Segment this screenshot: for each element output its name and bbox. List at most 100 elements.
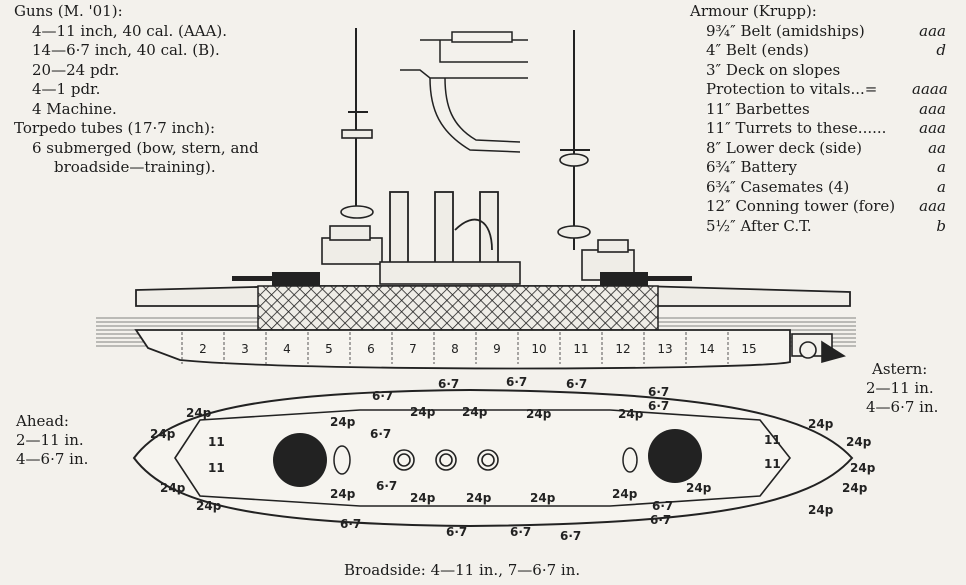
plan-citadel (174, 409, 792, 507)
armour-grade: aaa (919, 21, 946, 40)
fighting-tops (340, 129, 591, 239)
belt-armour (257, 285, 659, 331)
torpedo-line: broadside—training). (54, 158, 216, 176)
broadside-caption: Broadside: 4—11 in., 7—6·7 in. (344, 561, 581, 579)
armour-grade: aaa (919, 119, 946, 137)
gun67-label: 6·7 (376, 479, 397, 493)
armour-grade: aaa (919, 197, 946, 215)
hull-lower (134, 329, 791, 370)
pdr24-gun-label: 24p (808, 503, 834, 517)
hull-section-label: 7 (409, 342, 417, 356)
armour-row: 6¾″ Casemates (4)a (706, 178, 946, 198)
armour-row: 8″ Lower deck (side)aa (706, 139, 946, 159)
pdr24-gun-label: 24p (530, 491, 556, 505)
ahead-title: Ahead: (16, 412, 69, 430)
gun-line: 4—1 pdr. (32, 80, 101, 98)
gun67-label: 6·7 (446, 525, 467, 539)
pdr24-gun-label: 24p (618, 407, 644, 421)
hull-section-label: 5 (325, 342, 333, 356)
armour-item: 9¾″ Belt (amidships) (706, 21, 865, 40)
gun67-label: 6·7 (438, 377, 459, 391)
armour-grade: aaa (919, 99, 946, 118)
armour-row: 11″ Barbettes aaa (706, 100, 946, 120)
torpedo-title: Torpedo tubes (17·7 inch): (14, 119, 215, 137)
astern-line: 2—11 in. (866, 379, 934, 397)
armour-row: 6¾″ Battery a (706, 158, 946, 178)
gun67-label: 6·7 (510, 525, 531, 539)
hull-section-label: 13 (657, 342, 672, 356)
hull-section-label: 2 (199, 342, 207, 356)
armour-grade: aaaa (912, 80, 948, 98)
plan-gun-markers: 24p 24p 24p 24p 24p 24p 24p 24p 24p 24p 24p 24p 24p 2… (150, 375, 876, 543)
pdr24-gun-label: 24p (330, 487, 356, 501)
pdr24-gun-label: 24p (526, 407, 552, 421)
pdr24-gun-label: 24p (150, 427, 176, 441)
armour-grade: a (937, 158, 946, 176)
hull-section-label: 8 (451, 342, 459, 356)
hull-section-label: 12 (615, 342, 630, 356)
armour-item: 12″ Conning tower (fore) (706, 197, 896, 215)
armour-title: Armour (Krupp): (690, 2, 817, 20)
masts (348, 28, 590, 250)
hull-section-label: 6 (367, 342, 375, 356)
armour-grade: d (936, 41, 946, 59)
aft-turret (648, 429, 702, 483)
armour-item: 8″ Lower deck (side) (706, 138, 862, 157)
armour-section-inset (400, 28, 528, 153)
pdr24-gun-label: 24p (330, 415, 356, 429)
plan-funnels (393, 449, 499, 471)
pdr24-gun-label: 24p (160, 481, 186, 495)
gun67-label: 6·7 (506, 375, 527, 389)
astern-line: 4—6·7 in. (866, 398, 939, 416)
pdr24-gun-label: 24p (842, 481, 868, 495)
armour-item: 6¾″ Battery (706, 158, 797, 176)
astern-block: Astern: 2—11 in. 4—6·7 in. (866, 360, 938, 417)
gun67-label: 6·7 (372, 389, 393, 403)
armour-item: 11″ Barbettes (706, 99, 810, 118)
guns-block: Guns (M. '01): 4—11 inch, 40 cal. (AAA).… (14, 2, 259, 178)
gun11-label: 11 (208, 461, 225, 475)
pdr24-gun-label: 24p (686, 481, 712, 495)
ahead-line: 4—6·7 in. (16, 450, 89, 468)
hull-section-label: 3 (241, 342, 249, 356)
armour-item: 4″ Belt (ends) (706, 41, 809, 59)
gun-line: 20—24 pdr. (32, 60, 120, 79)
gun-line: 4—11 inch, 40 cal. (AAA). (32, 21, 227, 40)
hull-section-label: 4 (283, 342, 291, 356)
armour-block: Armour (Krupp): 9¾″ Belt (amidships) aaa 4… (690, 2, 948, 236)
gun11-label: 11 (764, 457, 781, 471)
armour-row: 3″ Deck on slopes (706, 61, 946, 81)
gun67-label: 6·7 (650, 513, 671, 527)
pdr24-gun-label: 24p (612, 487, 638, 501)
armour-item: 5½″ After C.T. (706, 216, 812, 235)
armour-grade: b (936, 216, 946, 235)
pdr24-gun-label: 24p (466, 491, 492, 505)
ahead-line: 2—11 in. (16, 431, 84, 449)
main-gun-aft (648, 276, 692, 281)
pdr24-gun-label: 24p (808, 417, 834, 431)
armour-grade: a (937, 177, 946, 196)
torpedo-line: 6 submerged (bow, stern, and (32, 138, 259, 157)
pdr24-gun-label: 24p (462, 405, 488, 419)
armour-item: Protection to vitals...= (706, 80, 878, 98)
pdr24-gun-label: 24p (410, 491, 436, 505)
gun-line: 14—6·7 inch, 40 cal. (B). (32, 41, 220, 59)
guns-title: Guns (M. '01): (14, 2, 123, 20)
plan-turrets (273, 429, 702, 487)
armour-row: Protection to vitals...= aaaa (706, 80, 948, 100)
gun-line: 4 Machine. (32, 99, 117, 118)
gun67-label: 6·7 (370, 427, 391, 441)
armour-row: 12″ Conning tower (fore) aaa (706, 197, 946, 217)
pdr24-gun-label: 24p (850, 461, 876, 475)
gun11-label: 11 (208, 435, 225, 449)
gun67-label: 6·7 (648, 385, 669, 399)
gun67-label: 6·7 (648, 399, 669, 413)
astern-title: Astern: (872, 360, 928, 378)
gun67-label: 6·7 (652, 499, 673, 513)
hull-section-label: 15 (741, 342, 756, 356)
gun11-label: 11 (764, 433, 781, 447)
gun67-label: 6·7 (566, 377, 587, 391)
armour-item: 11″ Turrets to these...... (706, 119, 887, 137)
